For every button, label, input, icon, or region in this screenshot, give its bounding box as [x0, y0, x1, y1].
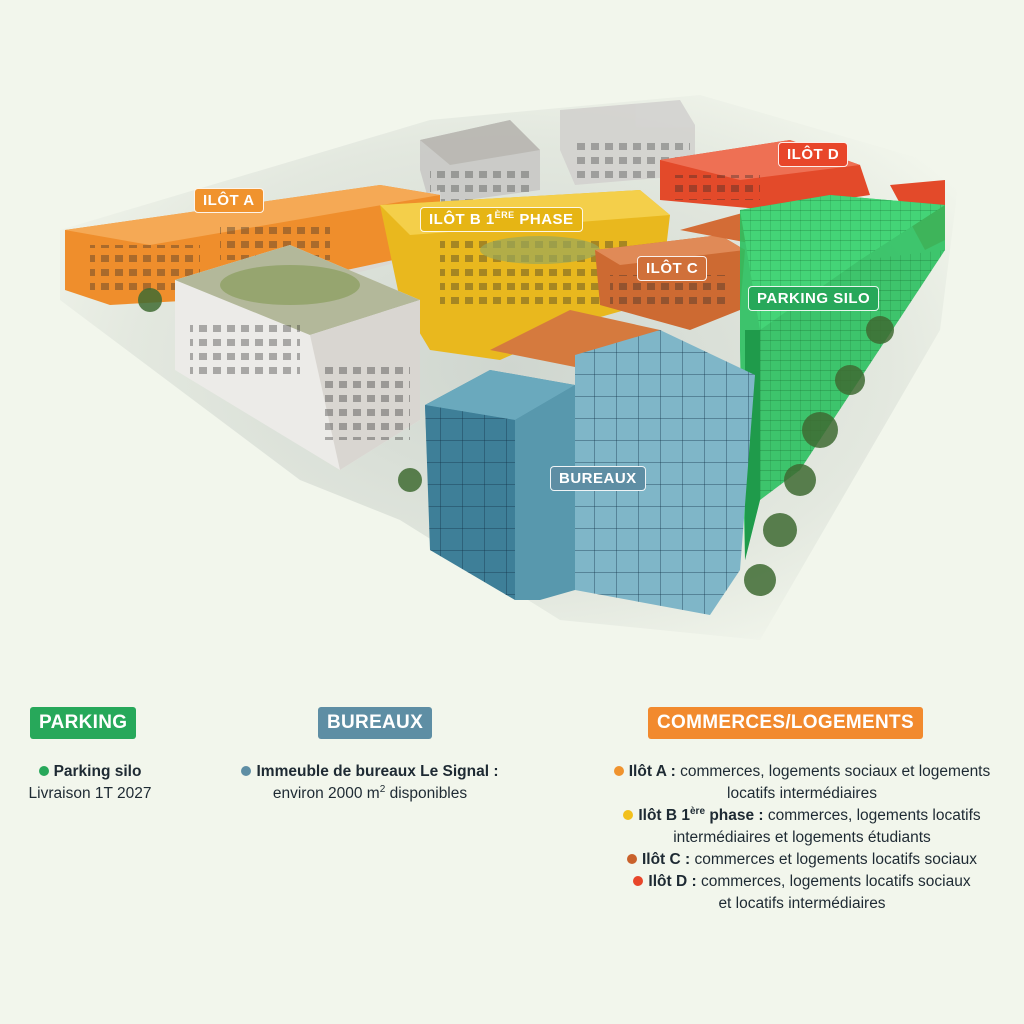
residential-white-building — [175, 245, 420, 470]
ilot-a-dot-icon — [613, 766, 624, 776]
legend-bureaux: Immeuble de bureaux Le Signal : environ … — [220, 761, 520, 805]
legend-parking: Parking silo Livraison 1T 2027 — [28, 763, 152, 802]
map-label-ilot-b: ILÔT B 1ÈRE PHASE — [420, 207, 583, 232]
legend-header-parking: PARKING — [30, 707, 137, 739]
trees — [138, 288, 894, 596]
map-label-ilot-c: ILÔT C — [637, 256, 708, 281]
ilot-b-dot-icon — [623, 810, 634, 820]
map-label-parking-silo: PARKING SILO — [748, 286, 880, 311]
ilot-a-building — [65, 185, 440, 305]
ilot-d-dot-icon — [633, 876, 644, 886]
map-label-ilot-a: ILÔT A — [194, 188, 264, 213]
legend-header-bureaux: BUREAUX — [318, 707, 433, 739]
parking-dot-icon — [38, 766, 49, 776]
ilot-c-dot-icon — [626, 854, 637, 864]
aerial-site-illustration — [60, 95, 960, 640]
bureaux-building — [425, 330, 755, 615]
bureaux-dot-icon — [241, 766, 252, 776]
legend-commerces: Ilôt A : commerces, logements sociaux et… — [580, 761, 1024, 915]
legend-header-commerces: COMMERCES/LOGEMENTS — [648, 707, 923, 739]
map-label-ilot-d: ILÔT D — [778, 142, 849, 167]
map-label-bureaux: BUREAUX — [550, 466, 646, 491]
